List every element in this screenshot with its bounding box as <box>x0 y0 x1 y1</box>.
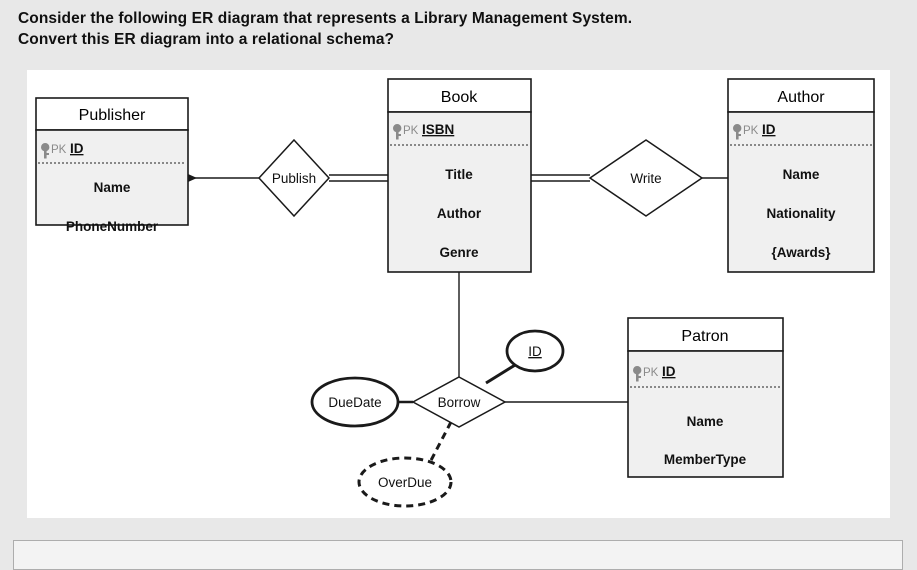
publisher-attribute: PhoneNumber <box>66 219 159 234</box>
author-attribute: Nationality <box>766 206 836 221</box>
borrow-id-label: ID <box>528 344 542 359</box>
question-text: Consider the following ER diagram that r… <box>18 8 878 50</box>
line-borrow-overdue <box>425 421 453 469</box>
relationship-publish[interactable]: Publish <box>257 138 331 218</box>
er-diagram-svg: Publisher PK ID Name PhoneNumber Book <box>35 78 875 508</box>
book-pk-marker: PK <box>403 125 419 137</box>
publisher-body-box <box>35 129 189 226</box>
borrow-diamond <box>411 376 507 428</box>
patron-title: Patron <box>681 328 728 345</box>
duedate-ellipse <box>310 376 400 428</box>
entity-publisher[interactable]: Publisher PK ID Name PhoneNumber <box>35 97 189 234</box>
book-pk-attribute: ISBN <box>422 122 454 137</box>
patron-attribute: Name <box>687 414 724 429</box>
publisher-pk-marker: PK <box>51 144 67 156</box>
author-attribute: Name <box>783 167 820 182</box>
book-attribute: Title <box>445 167 473 182</box>
author-header-box <box>727 78 875 113</box>
author-pk-marker: PK <box>743 125 759 137</box>
entity-patron[interactable]: Patron PK ID Name MemberType <box>627 317 784 478</box>
relationship-write[interactable]: Write <box>588 139 704 217</box>
entity-author[interactable]: Author PK ID Name Nationality {Awards} <box>727 78 875 273</box>
patron-attribute: MemberType <box>664 452 747 467</box>
patron-pk-marker: PK <box>643 367 659 379</box>
borrow-id-ellipse <box>505 329 565 373</box>
patron-header-box <box>627 317 784 352</box>
entity-book[interactable]: Book PK ISBN Title Author Genre <box>387 78 532 273</box>
key-icon <box>633 366 642 382</box>
overdue-label: OverDue <box>378 475 432 490</box>
overdue-ellipse <box>357 456 453 508</box>
attribute-borrow-id[interactable]: ID <box>505 329 565 373</box>
book-title: Book <box>441 89 478 106</box>
publisher-attribute: Name <box>94 180 131 195</box>
patron-pk-attribute: ID <box>662 364 676 379</box>
publish-label: Publish <box>272 171 316 186</box>
publisher-header-box <box>35 97 189 131</box>
publisher-pk-attribute: ID <box>70 141 84 156</box>
borrow-label: Borrow <box>438 395 481 410</box>
bottom-answer-box[interactable] <box>13 540 903 570</box>
key-icon <box>733 124 742 140</box>
book-attribute: Genre <box>439 245 479 260</box>
publish-diamond <box>257 138 331 218</box>
book-body-box <box>387 111 532 273</box>
author-attribute: {Awards} <box>771 245 831 260</box>
author-body-box <box>727 111 875 273</box>
attribute-duedate[interactable]: DueDate <box>310 376 400 428</box>
attribute-overdue[interactable]: OverDue <box>357 456 453 508</box>
book-attribute: Author <box>437 206 482 221</box>
key-icon <box>41 143 50 159</box>
er-diagram-panel: Publisher PK ID Name PhoneNumber Book <box>27 70 890 518</box>
publisher-title: Publisher <box>79 107 146 124</box>
duedate-label: DueDate <box>328 395 381 410</box>
question-line-2: Convert this ER diagram into a relationa… <box>18 31 395 48</box>
write-diamond <box>588 139 704 217</box>
author-pk-attribute: ID <box>762 122 776 137</box>
author-title: Author <box>777 89 825 106</box>
patron-body-box <box>627 350 784 478</box>
question-line-1: Consider the following ER diagram that r… <box>18 10 633 27</box>
key-icon <box>393 124 402 140</box>
relationship-borrow[interactable]: Borrow <box>411 376 507 428</box>
write-label: Write <box>630 171 661 186</box>
